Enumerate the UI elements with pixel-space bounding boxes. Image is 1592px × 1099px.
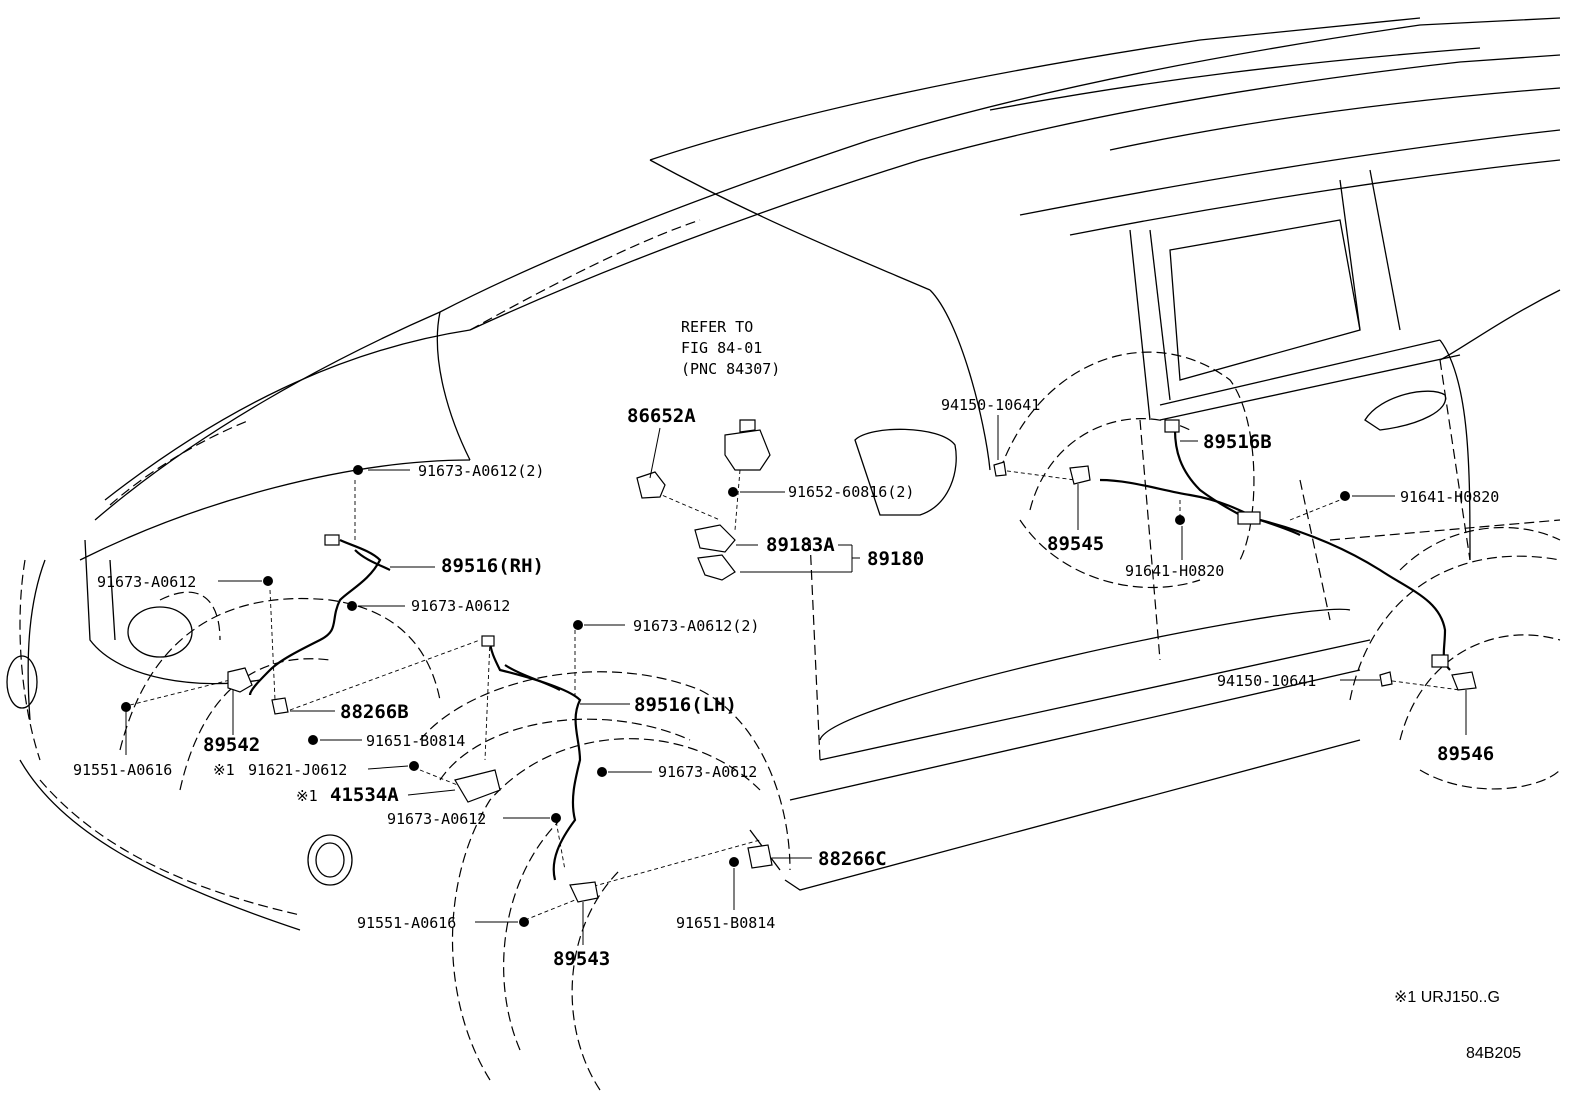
refer-line-2: FIG 84-01 (681, 339, 762, 357)
part-88266B-shape (271, 697, 289, 715)
label-41534A: 41534A (330, 784, 399, 806)
wire-harnesses (248, 429, 1451, 881)
label-91673-A0612-left: 91673-A0612 (97, 573, 196, 591)
clip-94150-low-shape (1379, 671, 1393, 687)
label-88266C: 88266C (818, 848, 887, 870)
label-89542: 89542 (203, 734, 260, 756)
label-91621-J0612: 91621-J0612 (248, 761, 347, 779)
part-89546-shape (1451, 671, 1477, 691)
label-mark-1a: ※1 (213, 761, 235, 779)
label-91673-A0612-mid: 91673-A0612 (411, 597, 510, 615)
connector-rear-shape (1164, 419, 1180, 433)
part-89183A-shape (694, 524, 736, 553)
label-89516-RH: 89516(RH) (441, 555, 544, 577)
label-89183A: 89183A (766, 534, 835, 556)
label-89545: 89545 (1047, 533, 1104, 555)
label-89180: 89180 (867, 548, 924, 570)
label-91652-60816-2: 91652-60816(2) (788, 483, 914, 501)
components (227, 419, 1477, 903)
label-91673-A0612-low: 91673-A0612 (387, 810, 486, 828)
label-91641-H0820-mid: 91641-H0820 (1125, 562, 1224, 580)
label-89543: 89543 (553, 948, 610, 970)
vehicle-outline (6, 17, 1561, 1091)
label-91551-A0616-low: 91551-A0616 (357, 914, 456, 932)
labels: REFER TO FIG 84-01 (PNC 84307) 86652A 91… (73, 318, 1521, 1062)
leader-lines (125, 415, 1467, 945)
label-91673-A0612-2-top: 91673-A0612(2) (418, 462, 544, 480)
figure-code: 84B205 (1466, 1045, 1521, 1062)
label-91641-H0820-right: 91641-H0820 (1400, 488, 1499, 506)
label-86652A: 86652A (627, 405, 696, 427)
label-94150-10641-top: 94150-10641 (941, 396, 1040, 414)
label-89516B: 89516B (1203, 431, 1272, 453)
spiral-cable-part (724, 429, 771, 471)
label-91673-A0612-2-mid: 91673-A0612(2) (633, 617, 759, 635)
label-mark-1b: ※1 (296, 787, 318, 805)
part-88266C-shape (747, 844, 773, 869)
refer-line-3: (PNC 84307) (681, 360, 780, 378)
fasteners (121, 465, 1350, 927)
connector-rh-shape (324, 534, 340, 546)
connector-lh-shape (481, 635, 495, 647)
footnote: ※1 URJ150..G (1394, 989, 1500, 1006)
label-91651-B0814-left: 91651-B0814 (366, 732, 465, 750)
part-89545-shape (1069, 465, 1091, 485)
connector-rear-low-shape (1431, 654, 1449, 668)
label-89516-LH: 89516(LH) (634, 694, 737, 716)
part-41534A-shape (454, 769, 501, 803)
label-94150-10641-low: 94150-10641 (1217, 672, 1316, 690)
clip-94150-top-shape (993, 461, 1007, 477)
part-89542-shape (227, 667, 253, 693)
label-88266B: 88266B (340, 701, 409, 723)
part-89180-shape (697, 554, 736, 581)
label-91651-B0814-low: 91651-B0814 (676, 914, 775, 932)
label-89546: 89546 (1437, 743, 1494, 765)
refer-line-1: REFER TO (681, 318, 753, 336)
part-86652A-shape (636, 471, 666, 499)
label-91673-A0612-right: 91673-A0612 (658, 763, 757, 781)
part-89543-shape (569, 881, 599, 903)
clamp-rear-shape (1237, 511, 1261, 525)
label-91551-A0616-left: 91551-A0616 (73, 761, 172, 779)
